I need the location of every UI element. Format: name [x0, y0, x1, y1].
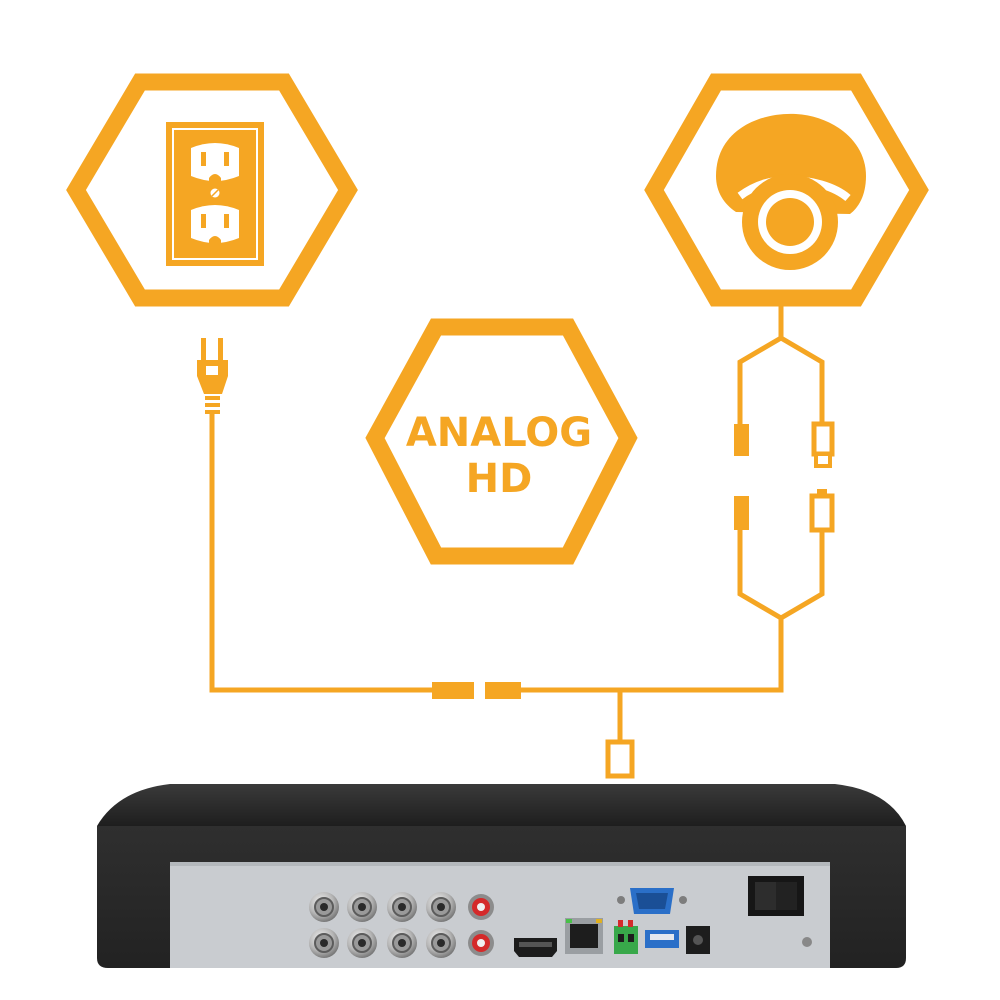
hdmi-port	[514, 938, 557, 957]
dvr-recorder-icon	[97, 784, 906, 968]
vga-port	[617, 888, 687, 914]
camera-power-connector	[734, 424, 749, 456]
power-plug-icon	[197, 338, 228, 414]
dc-power-port	[686, 926, 710, 954]
power-connector-male	[432, 682, 474, 699]
bnc-port	[426, 928, 456, 958]
bnc-port	[347, 892, 377, 922]
power-connector-female	[485, 682, 521, 699]
bnc-port	[387, 892, 417, 922]
bnc-port	[426, 892, 456, 922]
analog-hd-badge: ANALOG HD	[365, 318, 638, 565]
badge-line-1: ANALOG	[406, 410, 592, 456]
badge-line-2: HD	[466, 456, 533, 502]
dome-camera-icon	[716, 113, 866, 270]
usb-port	[645, 930, 679, 948]
power-switch	[748, 876, 804, 916]
bnc-port	[347, 928, 377, 958]
ethernet-port	[565, 918, 603, 954]
bnc-port	[309, 928, 339, 958]
power-cable	[197, 338, 474, 699]
cable-power-connector	[734, 496, 749, 530]
bnc-video-inputs	[309, 892, 456, 958]
camera-hexagon	[644, 73, 929, 307]
power-outlet-hexagon	[66, 73, 358, 307]
ground-screw	[802, 937, 812, 947]
power-outlet-icon	[166, 122, 264, 266]
bnc-plug-to-dvr	[605, 739, 635, 779]
dvr-rear-panel	[170, 862, 830, 968]
siamese-cable	[485, 300, 835, 779]
rca-audio-ports	[468, 894, 494, 956]
bnc-port	[387, 928, 417, 958]
bnc-cable-icon	[809, 421, 835, 533]
bnc-port	[309, 892, 339, 922]
alarm-terminal	[614, 920, 638, 954]
